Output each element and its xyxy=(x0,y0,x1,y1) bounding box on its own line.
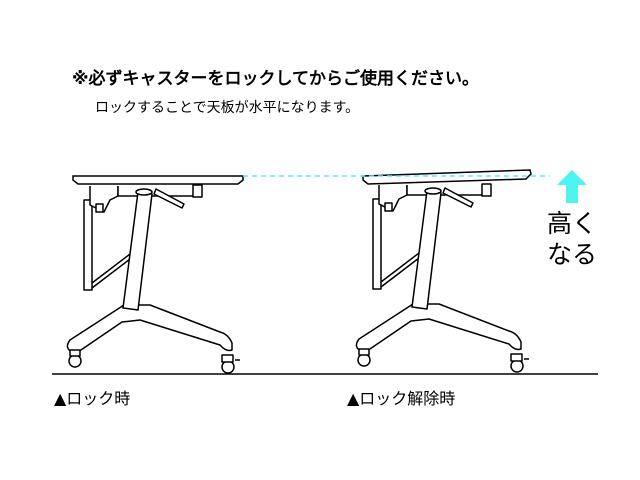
tabletop-locked xyxy=(72,175,244,185)
label-locked: ▲ロック時 xyxy=(54,389,131,408)
annotation-line2: なる xyxy=(547,240,598,269)
table-unlocked xyxy=(355,169,532,373)
annotation-line1: 高く xyxy=(547,209,598,238)
sub-heading: ロックすることで天板が水平になります。 xyxy=(95,100,360,116)
label-unlocked: ▲ロック解除時 xyxy=(347,389,456,408)
warning-heading: ※必ずキャスターをロックしてからご使用ください。 xyxy=(72,69,480,89)
table-locked xyxy=(66,175,244,374)
tabletop-unlocked xyxy=(362,169,532,185)
height-annotation: 高く なる xyxy=(547,208,597,270)
arrow-up-icon xyxy=(557,170,587,203)
